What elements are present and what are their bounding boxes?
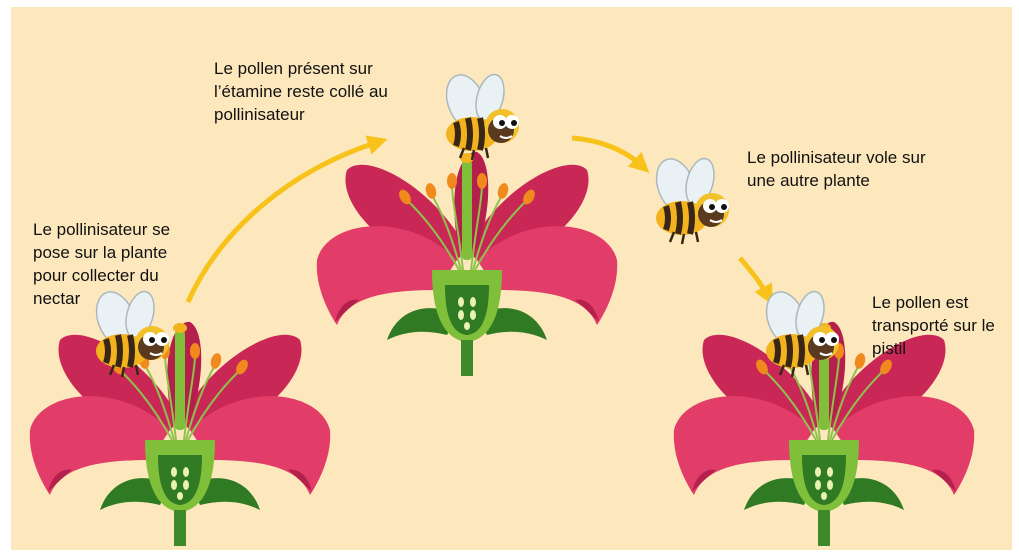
caption-step-1-line-3: pour collecter du: [33, 264, 170, 287]
caption-step-4: Le pollen est transporté sur le pistil: [872, 291, 995, 360]
caption-step-2-line-1: Le pollen présent sur: [214, 57, 388, 80]
caption-step-2: Le pollen présent sur l’étamine reste co…: [214, 57, 388, 126]
caption-step-1-line-2: pose sur la plante: [33, 241, 170, 264]
caption-step-4-line-1: Le pollen est: [872, 291, 995, 314]
caption-step-3-line-2: une autre plante: [747, 169, 926, 192]
caption-step-2-line-3: pollinisateur: [214, 103, 388, 126]
caption-step-3-line-1: Le pollinisateur vole sur: [747, 146, 926, 169]
caption-step-1-line-4: nectar: [33, 287, 170, 310]
caption-step-1: Le pollinisateur se pose sur la plante p…: [33, 218, 170, 310]
caption-step-1-line-1: Le pollinisateur se: [33, 218, 170, 241]
caption-step-2-line-2: l’étamine reste collé au: [214, 80, 388, 103]
caption-step-4-line-3: pistil: [872, 337, 995, 360]
caption-step-4-line-2: transporté sur le: [872, 314, 995, 337]
caption-step-3: Le pollinisateur vole sur une autre plan…: [747, 146, 926, 192]
